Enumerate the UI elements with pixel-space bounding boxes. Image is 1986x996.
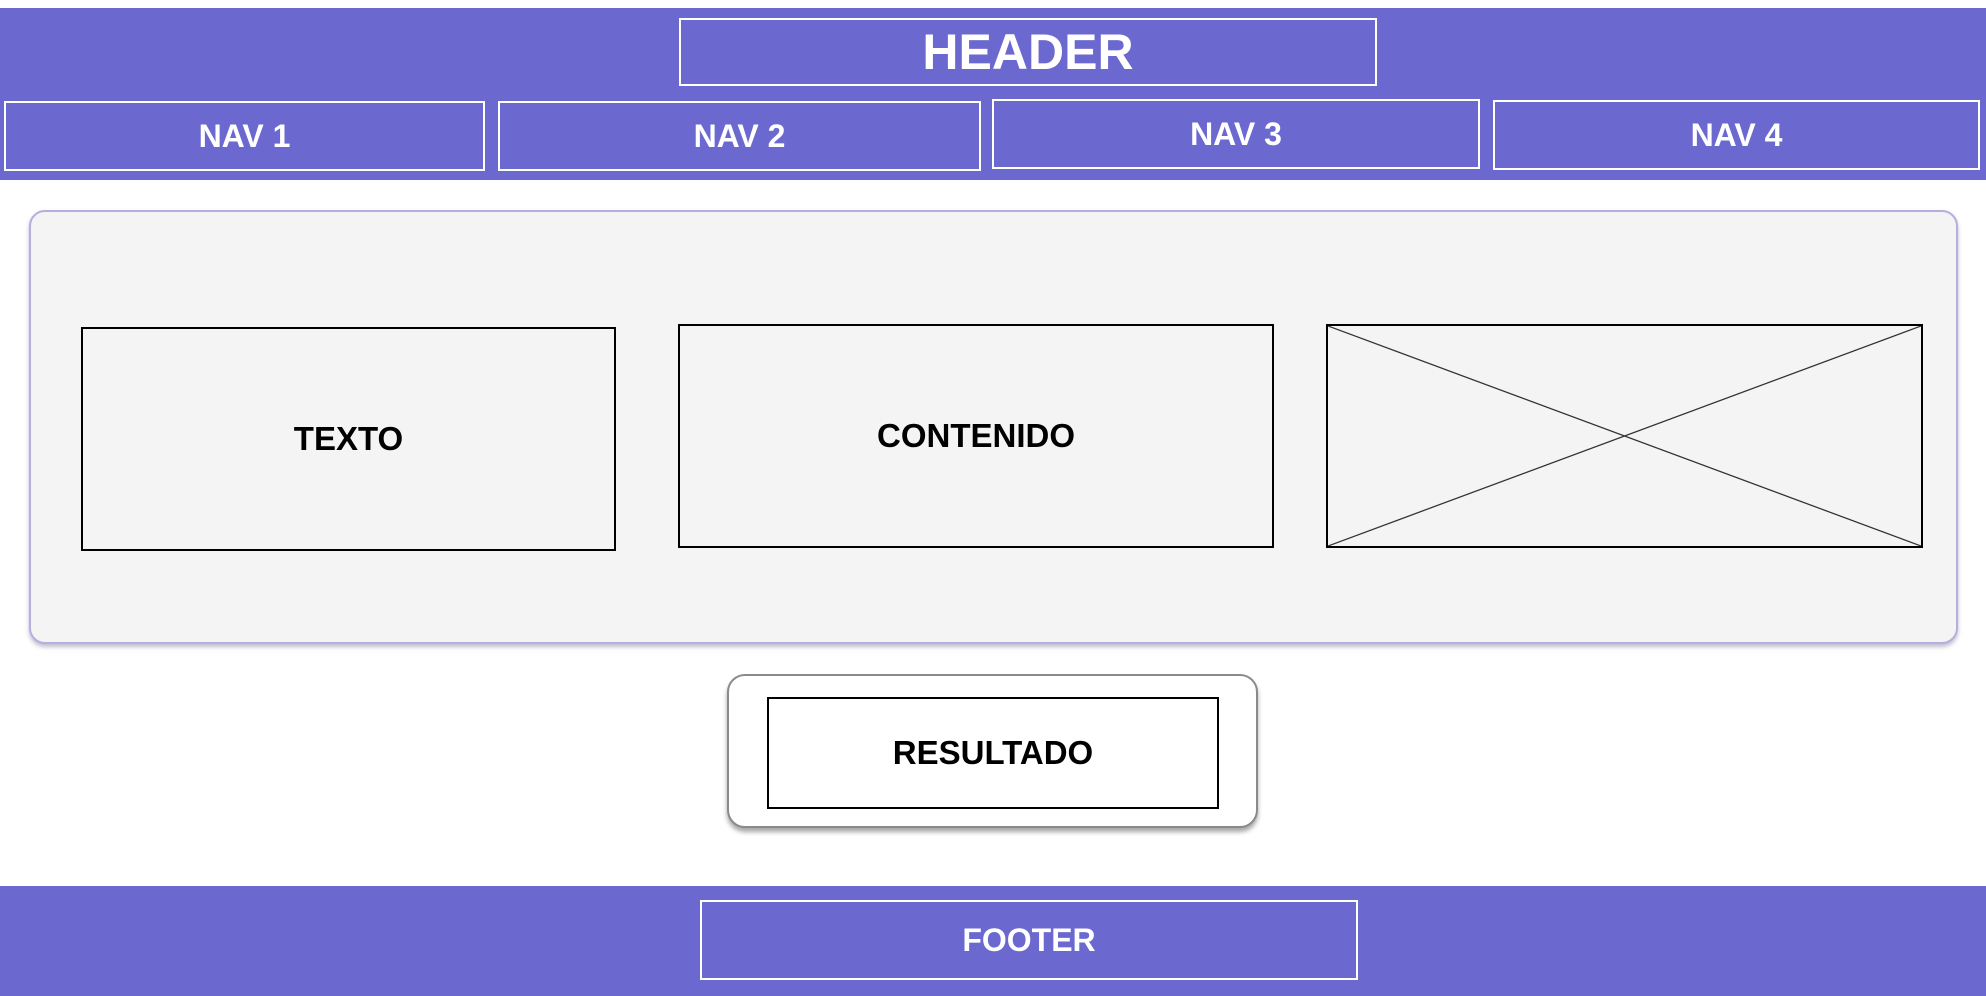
content-box-label: CONTENIDO xyxy=(877,417,1075,454)
nav-item-4[interactable]: NAV 4 xyxy=(1493,100,1980,170)
text-box: TEXTO xyxy=(81,327,616,551)
text-box-label: TEXTO xyxy=(293,420,404,457)
nav-item-label: NAV 4 xyxy=(1690,116,1783,153)
image-placeholder-icon xyxy=(1326,324,1923,548)
footer-band xyxy=(0,886,1986,996)
nav-item-label: NAV 1 xyxy=(198,117,291,154)
header-title: HEADER xyxy=(922,24,1134,80)
footer-label: FOOTER xyxy=(962,921,1096,958)
result-label: RESULTADO xyxy=(892,734,1094,771)
nav-item-1[interactable]: NAV 1 xyxy=(4,101,485,171)
content-box: CONTENIDO xyxy=(678,324,1274,548)
header-box: HEADER xyxy=(679,18,1377,86)
nav-item-3[interactable]: NAV 3 xyxy=(992,99,1480,169)
nav-item-label: NAV 2 xyxy=(693,117,786,154)
image-placeholder-cross xyxy=(1328,326,1921,546)
nav-item-label: NAV 3 xyxy=(1190,115,1282,152)
result-box: RESULTADO xyxy=(767,697,1219,809)
nav-item-2[interactable]: NAV 2 xyxy=(498,101,981,171)
footer-box: FOOTER xyxy=(700,900,1358,980)
